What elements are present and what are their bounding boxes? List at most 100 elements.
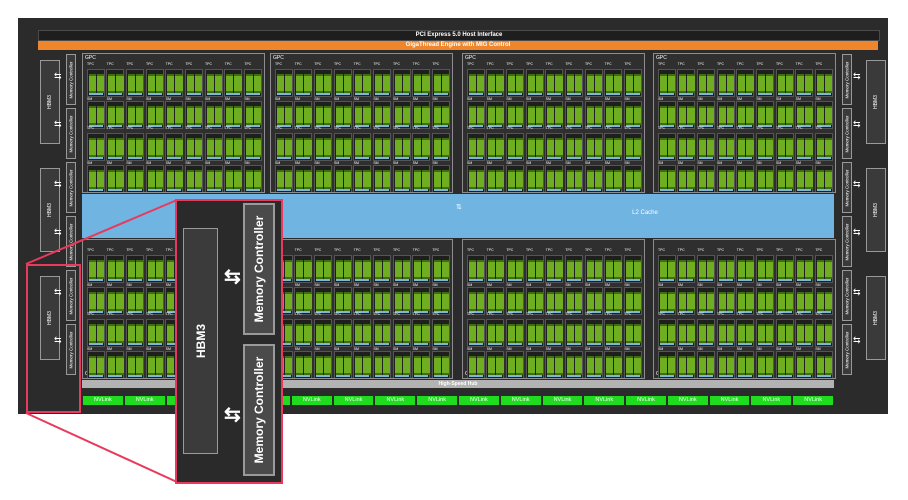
sm-core-array xyxy=(433,260,442,279)
memory-controller: Memory Controller xyxy=(842,162,852,213)
sm-core-array xyxy=(88,74,96,93)
sm-l1-cache xyxy=(547,279,562,281)
sm-unit xyxy=(224,69,243,97)
sm-unit xyxy=(584,133,603,161)
sm-l1-cache xyxy=(566,189,581,191)
sm-core-array xyxy=(186,74,195,93)
sm-unit xyxy=(204,165,223,192)
sm-label: SM xyxy=(126,347,132,351)
sm-l1-cache xyxy=(394,343,409,345)
sm-unit xyxy=(696,133,715,161)
sm-core-array xyxy=(88,170,96,189)
sm-core-array xyxy=(167,106,175,125)
sm-l1-cache xyxy=(414,279,429,281)
sm-l1-cache xyxy=(679,343,694,345)
sm-l1-cache xyxy=(414,343,429,345)
sm-core-array xyxy=(797,260,805,279)
sm-core-array xyxy=(414,74,422,93)
sm-core-array xyxy=(355,74,363,93)
tpc-label: TPC xyxy=(185,126,193,130)
sm-core-array xyxy=(606,170,614,189)
memory-controller-label: Memory Controller xyxy=(68,222,74,261)
sm-unit xyxy=(505,165,524,192)
tpc-label: TPC xyxy=(585,62,592,66)
sm-core-array xyxy=(476,138,485,157)
sm-label: SM xyxy=(677,347,683,351)
sm-l1-cache xyxy=(797,189,812,191)
tpc-label: TPC xyxy=(658,126,665,130)
sm-core-array xyxy=(594,356,603,375)
tpc-label: TPC xyxy=(165,62,173,66)
sm-core-array xyxy=(547,260,555,279)
sm-unit xyxy=(392,101,411,129)
sm-l1-cache xyxy=(335,157,350,159)
sm-core-array xyxy=(766,324,774,343)
sm-core-array xyxy=(634,324,642,343)
sm-l1-cache xyxy=(355,343,370,345)
sm-l1-cache xyxy=(147,375,162,377)
sm-unit xyxy=(165,165,184,192)
sm-l1-cache xyxy=(433,343,448,345)
sm-core-array xyxy=(535,106,544,125)
sm-core-array xyxy=(698,106,707,125)
sm-unit xyxy=(716,255,735,283)
gigathread-engine: GigaThread Engine with MIG Control xyxy=(38,41,878,50)
sm-core-array xyxy=(335,260,343,279)
tpc-label: TPC xyxy=(126,126,134,130)
sm-core-array xyxy=(625,260,634,279)
sm-core-array xyxy=(535,356,544,375)
sm-core-array xyxy=(284,170,293,189)
sm-core-array xyxy=(718,260,726,279)
sm-core-array xyxy=(594,74,603,93)
sm-label: SM xyxy=(126,97,132,101)
sm-core-array xyxy=(586,106,594,125)
sm-core-array xyxy=(433,106,442,125)
sm-unit xyxy=(716,133,735,161)
sm-core-array xyxy=(296,260,304,279)
sm-core-array xyxy=(96,74,105,93)
sm-core-array xyxy=(108,170,116,189)
sm-core-array xyxy=(527,74,535,93)
sm-core-array xyxy=(116,106,124,125)
sm-label: SM xyxy=(353,283,359,287)
sm-l1-cache xyxy=(625,125,640,127)
sm-l1-cache xyxy=(698,343,713,345)
sm-l1-cache xyxy=(394,157,409,159)
sm-core-array xyxy=(136,106,144,125)
nvlink-port: NVLink xyxy=(542,396,583,405)
sm-l1-cache xyxy=(276,125,291,127)
sm-unit xyxy=(505,69,524,97)
sm-core-array xyxy=(547,106,555,125)
sm-l1-cache xyxy=(586,93,601,95)
sm-l1-cache xyxy=(186,93,201,95)
sm-core-array xyxy=(718,106,726,125)
sm-core-array xyxy=(594,324,603,343)
sm-l1-cache xyxy=(797,279,812,281)
sm-unit xyxy=(333,351,352,378)
tpc-label: TPC xyxy=(565,248,573,252)
sm-unit xyxy=(775,255,794,283)
sm-unit xyxy=(294,101,313,129)
sm-core-array xyxy=(614,170,622,189)
sm-l1-cache xyxy=(167,311,182,313)
sm-l1-cache xyxy=(186,125,201,127)
sm-core-array xyxy=(606,260,614,279)
tpc-label: TPC xyxy=(314,312,322,316)
sm-l1-cache xyxy=(659,375,674,377)
sm-core-array xyxy=(127,260,136,279)
sm-unit xyxy=(657,287,676,315)
sm-core-array xyxy=(433,292,442,311)
sm-core-array xyxy=(116,356,124,375)
sm-label: SM xyxy=(604,97,610,101)
sm-unit xyxy=(795,287,814,315)
sm-core-array xyxy=(476,74,485,93)
sm-core-array xyxy=(96,324,105,343)
sm-l1-cache xyxy=(147,279,162,281)
sm-core-array xyxy=(586,138,594,157)
sm-core-array xyxy=(634,356,642,375)
hbm3-label: HBM3 xyxy=(47,95,53,109)
sm-core-array xyxy=(785,106,794,125)
sm-core-array xyxy=(566,138,575,157)
tpc-label: TPC xyxy=(467,312,474,316)
sm-l1-cache xyxy=(186,157,201,159)
